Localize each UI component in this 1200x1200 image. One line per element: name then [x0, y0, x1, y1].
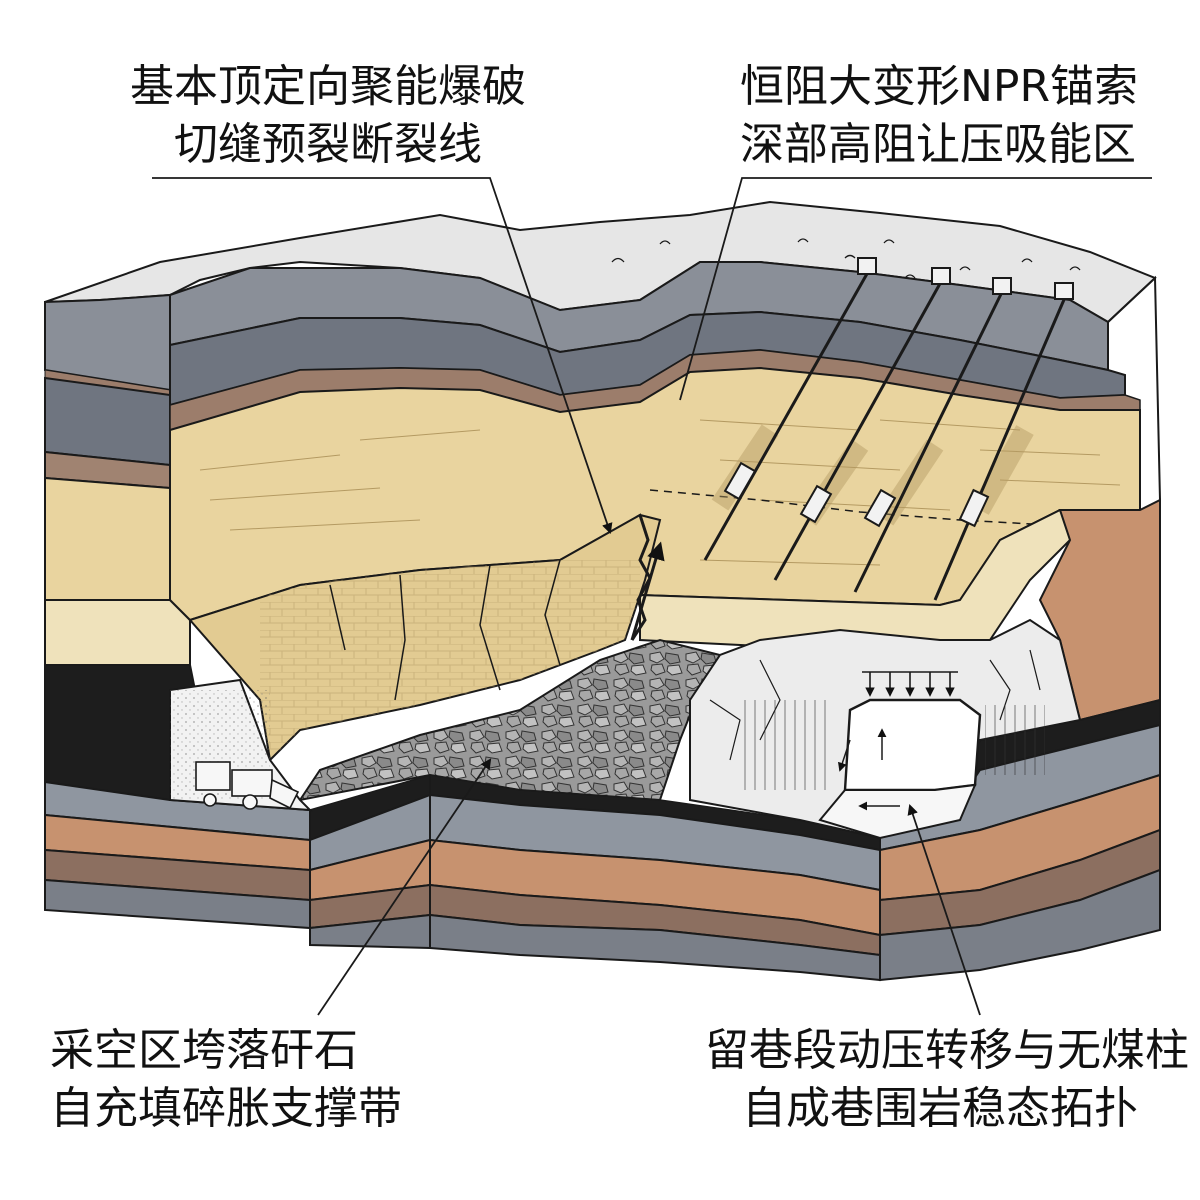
leader-top-left [152, 177, 613, 535]
roof-pressure-arrows [862, 671, 958, 697]
leader-bottom-right [907, 803, 981, 1016]
anchor-cable-icon [773, 267, 951, 581]
stratum-sandstone-light-left [44, 599, 191, 666]
pressure-hatch-right [985, 705, 1045, 775]
stratum-sandstone-left [44, 476, 171, 601]
label-directional-blasting: 基本顶定向聚能爆破 切缝预裂断裂线 [118, 58, 538, 174]
anchor-cable-icon [933, 282, 1074, 601]
label-line: 采空区垮落矸石 [50, 1025, 358, 1076]
label-npr-anchor: 恒阻大变形NPR锚索 深部高阻让压吸能区 [740, 58, 1160, 174]
label-line: 切缝预裂断裂线 [174, 119, 482, 170]
slab-fracture-lines [329, 559, 561, 701]
label-line: 自充填碎胀支撑带 [50, 1083, 402, 1134]
leader-lines [152, 177, 1152, 1016]
label-line: 恒阻大变形NPR锚索 [740, 61, 1139, 112]
dashed-split-line [649, 489, 1051, 526]
mining-machine-icon [195, 761, 300, 810]
gob-side-roadway [843, 698, 982, 792]
block-right-edge [1107, 275, 1161, 930]
fracture-arrow-icon [630, 541, 665, 641]
roadway-floor [818, 783, 977, 840]
anchor-cable-icon [853, 277, 1012, 593]
label-retained-roadway: 留巷段动压转移与无煤柱 自成巷围岩稳态拓扑 [705, 1022, 1189, 1138]
pressure-hatch-left [740, 700, 830, 790]
leader-top-right [679, 177, 1152, 401]
label-line: 基本顶定向聚能爆破 [130, 61, 526, 112]
label-line: 留巷段动压转移与无煤柱 [705, 1025, 1189, 1076]
npr-anchor-cables [703, 257, 1074, 601]
sandstone-texture [199, 419, 1121, 566]
roadway-internal-arrows [838, 728, 900, 811]
leader-bottom-left [317, 758, 492, 1016]
label-line: 深部高阻让压吸能区 [740, 119, 1136, 170]
label-line: 自成巷围岩稳态拓扑 [742, 1083, 1138, 1134]
label-gob-gangue: 采空区垮落矸石 自充填碎胀支撑带 [50, 1022, 430, 1138]
anchor-cable-icon [703, 257, 877, 561]
